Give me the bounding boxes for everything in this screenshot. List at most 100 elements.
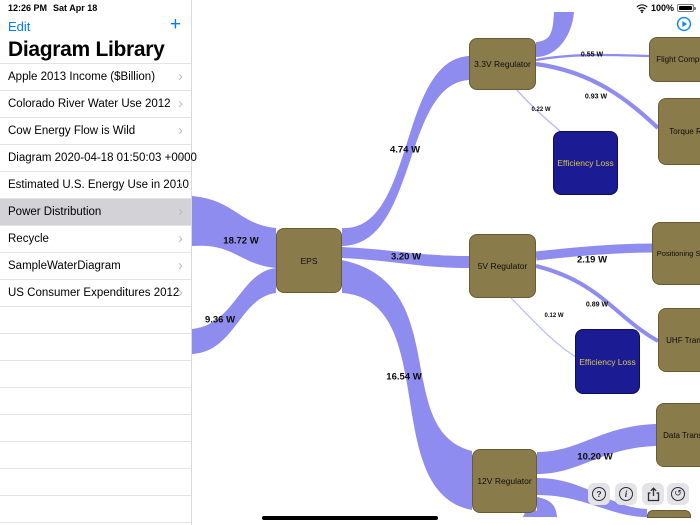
- node-3v3-regulator[interactable]: 3.3V Regulator: [469, 38, 536, 90]
- sankey-flows: [192, 12, 660, 517]
- edit-button[interactable]: Edit: [8, 19, 31, 34]
- flow-value-label: 0.55 W: [580, 51, 604, 59]
- node-label: Efficiency Loss: [579, 356, 636, 367]
- node-flight-computer[interactable]: Flight Compu: [649, 37, 700, 82]
- empty-row: [0, 388, 191, 415]
- node-label: Data Transm: [663, 430, 700, 440]
- node-label: Positioning Ser: [656, 249, 700, 258]
- flow-value-label: 3.20 W: [390, 251, 422, 263]
- battery-icon: [677, 4, 696, 12]
- empty-row: [0, 334, 191, 361]
- empty-row: [0, 307, 191, 334]
- list-item-label: Power Distribution: [8, 206, 102, 218]
- info-button[interactable]: i: [615, 483, 637, 505]
- node-positioning-sensors[interactable]: Positioning Ser: [652, 222, 700, 285]
- share-button[interactable]: [642, 483, 664, 505]
- question-icon: ?: [592, 487, 606, 501]
- chevron-right-icon: ›: [178, 148, 183, 166]
- node-torque-rods[interactable]: Torque R: [658, 98, 700, 165]
- chevron-right-icon: ›: [178, 121, 183, 139]
- sidebar: Edit + Diagram Library Apple 2013 Income…: [0, 0, 197, 525]
- list-item-label: Diagram 2020-04-18 01:50:03 +0000: [8, 152, 197, 164]
- flow-value-label: 16.54 W: [386, 371, 422, 383]
- status-bar: 12:26 PM Sat Apr 18 100%: [0, 0, 700, 16]
- node-label: Flight Compu: [656, 55, 700, 64]
- flow-16-54: [342, 260, 472, 510]
- flow-value-label: 0.12 W: [544, 313, 564, 319]
- chevron-right-icon: ›: [178, 94, 183, 112]
- list-item[interactable]: Power Distribution ›: [0, 199, 191, 226]
- chevron-right-icon: ›: [178, 229, 183, 247]
- flow-value-label: 10.20 W: [577, 451, 613, 463]
- share-icon: [647, 486, 659, 501]
- flow-9-36: [192, 268, 276, 354]
- forward-circle-icon[interactable]: [676, 16, 692, 32]
- list-item-label: Recycle: [8, 233, 49, 245]
- empty-row: [0, 496, 191, 523]
- node-label: EPS: [300, 255, 318, 266]
- wifi-icon: [636, 3, 648, 13]
- flow-value-label: 0.93 W: [584, 93, 608, 101]
- chevron-right-icon: ›: [178, 256, 183, 274]
- flow-0-12: [510, 297, 577, 358]
- list-item-label: US Consumer Expenditures 2012: [8, 287, 180, 299]
- status-time: 12:26 PM: [8, 3, 48, 13]
- info-icon: i: [619, 487, 633, 501]
- add-diagram-button[interactable]: +: [169, 14, 181, 35]
- node-efficiency-loss-1[interactable]: Efficiency Loss: [553, 131, 618, 195]
- node-label: 5V Regulator: [477, 261, 528, 271]
- flow-value-label: 0.89 W: [585, 301, 609, 309]
- status-date: Sat Apr 18: [53, 3, 98, 13]
- history-icon: ↺: [671, 487, 685, 501]
- page-title: Diagram Library: [8, 38, 165, 61]
- list-item[interactable]: Diagram 2020-04-18 01:50:03 +0000›: [0, 145, 197, 172]
- node-data-transmitter[interactable]: Data Transm: [656, 403, 700, 467]
- list-item-label: Cow Energy Flow is Wild: [8, 125, 136, 137]
- empty-row: [0, 469, 191, 496]
- list-item[interactable]: Colorado River Water Use 2012 ›: [0, 91, 191, 118]
- list-item[interactable]: SampleWaterDiagram ›: [0, 253, 191, 280]
- flow-10-20: [537, 424, 656, 474]
- empty-row: [0, 361, 191, 388]
- chevron-right-icon: ›: [178, 67, 183, 85]
- chevron-right-icon: ›: [178, 175, 183, 193]
- node-efficiency-loss-2[interactable]: Efficiency Loss: [575, 329, 640, 394]
- list-item[interactable]: US Consumer Expenditures 2012›: [0, 280, 191, 307]
- node-label: 12V Regulator: [477, 476, 532, 486]
- list-item-label: SampleWaterDiagram: [8, 260, 121, 272]
- list-item[interactable]: Apple 2013 Income ($Billion) ›: [0, 64, 191, 91]
- node-eps[interactable]: EPS: [276, 228, 342, 293]
- node-label: UHF Trans: [666, 335, 700, 345]
- chevron-right-icon: ›: [178, 202, 183, 220]
- list-item-label: Apple 2013 Income ($Billion): [8, 71, 156, 83]
- node-label: 3.3V Regulator: [474, 59, 531, 69]
- history-button[interactable]: ↺: [667, 483, 689, 505]
- node-12v-regulator[interactable]: 12V Regulator: [472, 449, 537, 513]
- diagram-list: Apple 2013 Income ($Billion)›Colorado Ri…: [0, 63, 197, 523]
- flow-value-label: 2.19 W: [576, 254, 608, 266]
- flow-top-exit: [536, 12, 574, 57]
- list-item[interactable]: Cow Energy Flow is Wild ›: [0, 118, 191, 145]
- list-item[interactable]: Estimated U.S. Energy Use in 2010›: [0, 172, 191, 199]
- diagram-canvas[interactable]: [192, 0, 700, 525]
- status-time-date: 12:26 PM Sat Apr 18: [8, 3, 97, 13]
- list-item[interactable]: Recycle ›: [0, 226, 191, 253]
- flow-value-label: 18.72 W: [223, 235, 259, 247]
- flow-value-label: 0.22 W: [531, 107, 551, 113]
- list-item-label: Colorado River Water Use 2012: [8, 98, 171, 110]
- flow-value-label: 9.36 W: [204, 314, 236, 326]
- empty-row: [0, 415, 191, 442]
- list-item-label: Estimated U.S. Energy Use in 2010: [8, 179, 189, 191]
- flow-18-72: [192, 196, 276, 268]
- chevron-right-icon: ›: [178, 283, 183, 301]
- node-5v-regulator[interactable]: 5V Regulator: [469, 234, 536, 298]
- node-partial-bottom[interactable]: [647, 510, 691, 518]
- node-uhf-transceiver[interactable]: UHF Trans: [658, 308, 700, 372]
- home-indicator[interactable]: [262, 516, 438, 520]
- flow-value-label: 4.74 W: [389, 144, 421, 156]
- help-button[interactable]: ?: [588, 483, 610, 505]
- empty-row: [0, 442, 191, 469]
- node-label: Torque R: [669, 127, 700, 136]
- battery-percent: 100%: [650, 3, 674, 13]
- node-label: Efficiency Loss: [557, 158, 614, 168]
